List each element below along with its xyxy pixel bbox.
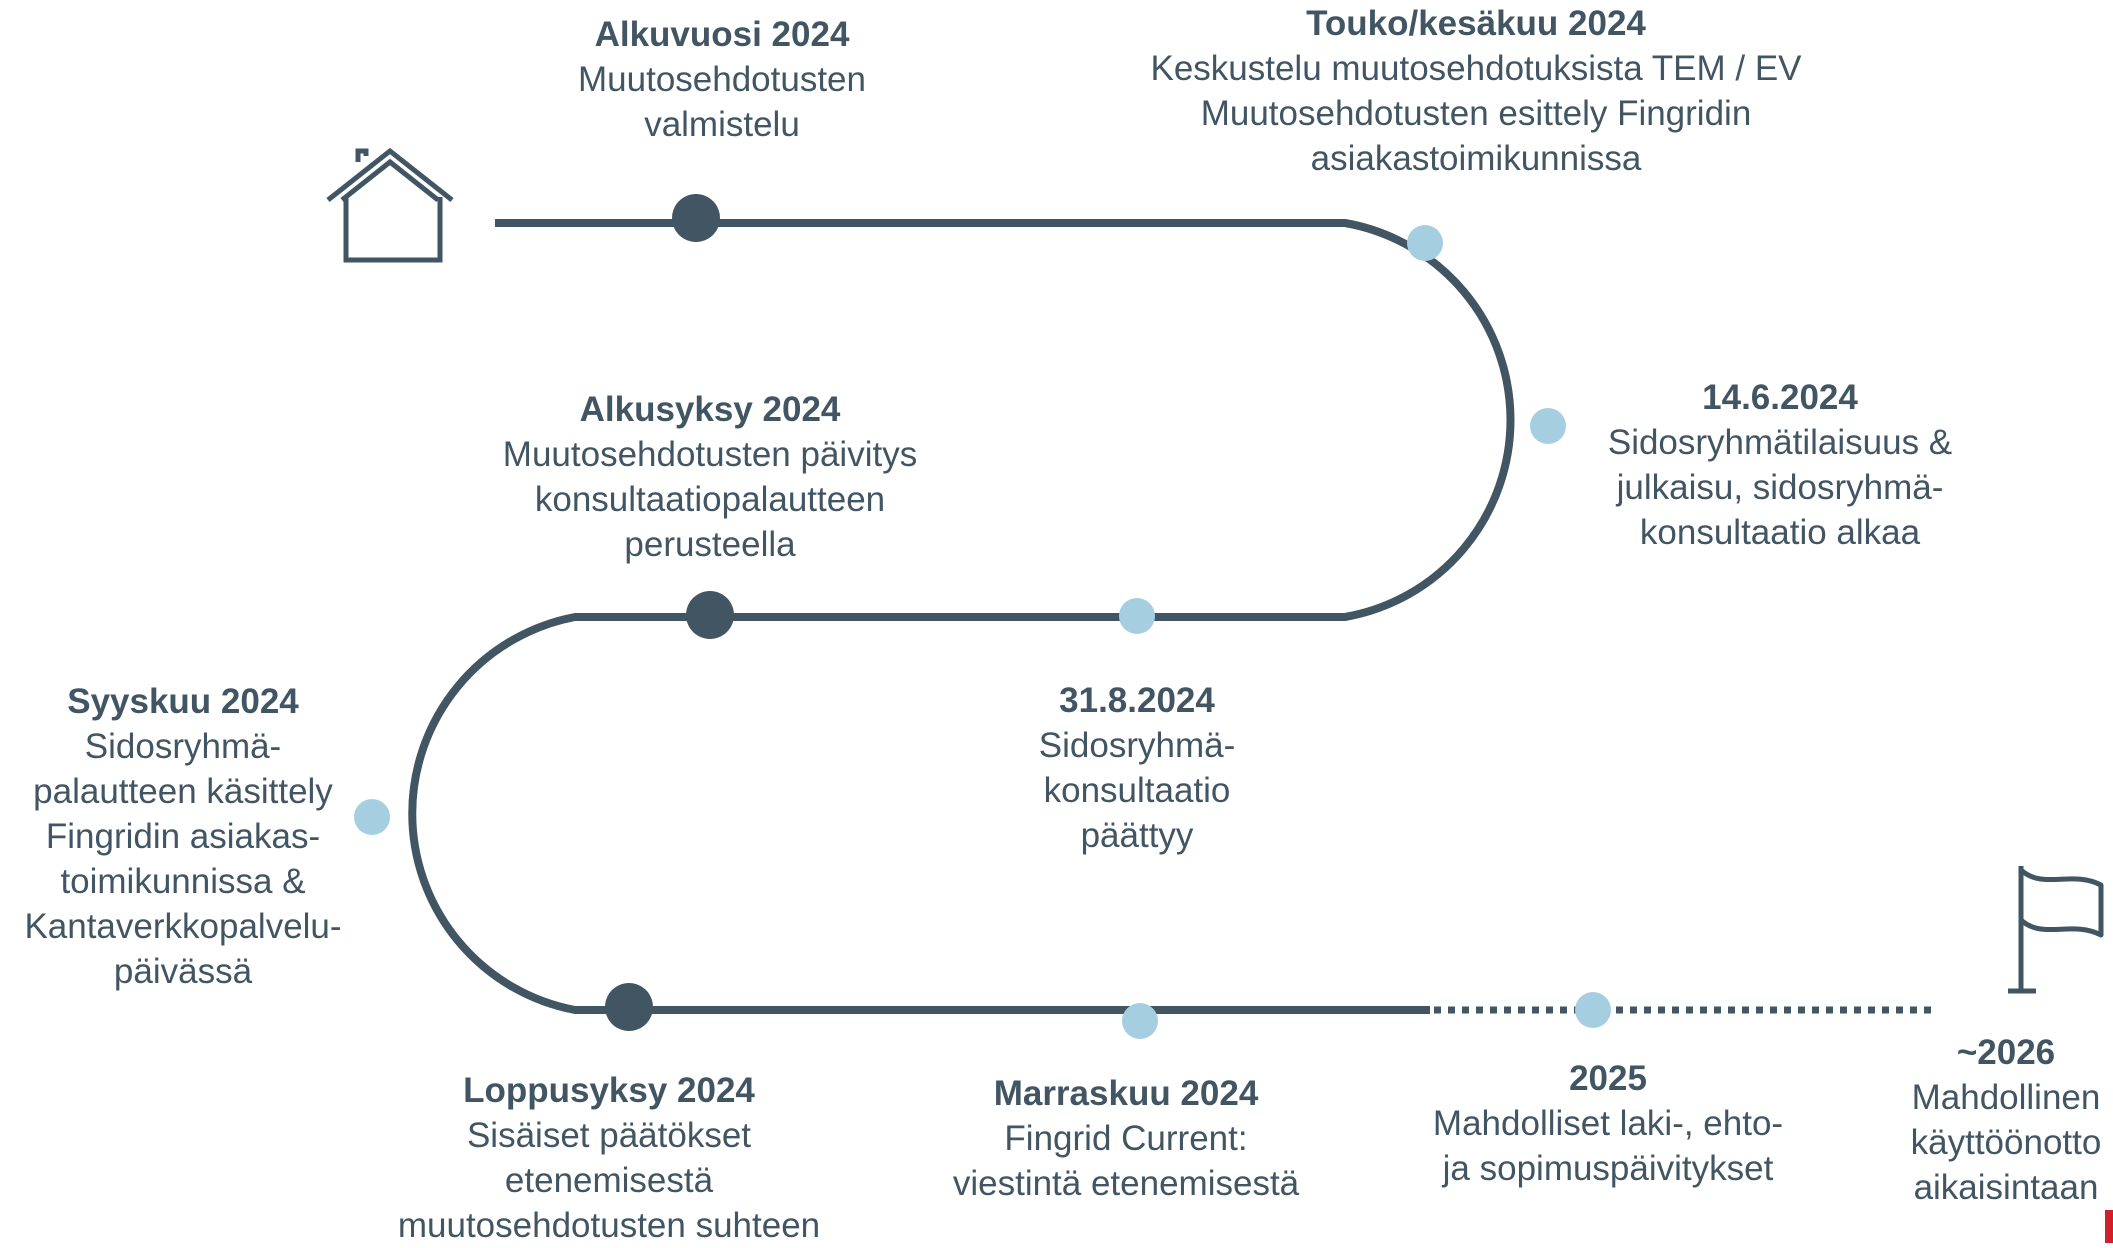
milestone-label-elokuu31: 31.8.2024 Sidosryhmä- konsultaatio päätt… <box>1039 678 1235 858</box>
milestone-dot-syyskuu <box>354 799 390 835</box>
milestone-label-loppusyksy: Loppusyksy 2024 Sisäiset päätökset etene… <box>398 1068 820 1248</box>
milestone-text-line: Sidosryhmätilaisuus & <box>1607 423 1953 462</box>
milestone-text-line: asiakastoimikunnissa <box>1310 139 1642 178</box>
milestone-dot-v2025 <box>1575 992 1611 1028</box>
milestone-dot-alkuvuosi <box>672 194 720 242</box>
milestone-text-line: konsultaatiopalautteen <box>534 480 886 519</box>
milestone-text-line: Sidosryhmä- <box>84 727 282 766</box>
milestone-text-line: Fingridin asiakas- <box>45 817 321 856</box>
milestone-title: Syyskuu 2024 <box>67 682 299 721</box>
milestone-title: Loppusyksy 2024 <box>463 1071 755 1110</box>
milestone-text-line: Muutosehdotusten päivitys <box>502 435 918 474</box>
milestone-text-line: Mahdolliset laki-, ehto- <box>1432 1104 1784 1143</box>
milestone-title: ~2026 <box>1956 1033 2056 1072</box>
milestone-text-line: valmistelu <box>644 105 800 144</box>
milestone-label-alkuvuosi: Alkuvuosi 2024 Muutosehdotusten valmiste… <box>578 12 866 147</box>
milestone-text-line: Keskustelu muutosehdotuksista TEM / EV <box>1150 49 1802 88</box>
milestone-label-kesakuu14: 14.6.2024 Sidosryhmätilaisuus & julkaisu… <box>1608 375 1952 555</box>
milestone-dot-loppusyksy <box>605 983 653 1031</box>
milestone-label-marraskuu: Marraskuu 2024 Fingrid Current: viestint… <box>953 1071 1299 1206</box>
milestone-label-v2026: ~2026 Mahdollinen käyttöönotto aikaisint… <box>1911 1030 2102 1210</box>
milestone-text-line: aikaisintaan <box>1913 1168 2099 1207</box>
milestone-title: 31.8.2024 <box>1059 681 1215 720</box>
milestone-dot-touko <box>1407 225 1443 261</box>
milestone-text-line: etenemisestä <box>504 1161 714 1200</box>
accent-edge-mark <box>2105 1210 2113 1243</box>
milestone-label-syyskuu: Syyskuu 2024 Sidosryhmä- palautteen käsi… <box>24 679 341 994</box>
milestone-text-line: Sidosryhmä- <box>1038 726 1236 765</box>
milestone-label-v2025: 2025 Mahdolliset laki-, ehto- ja sopimus… <box>1433 1056 1783 1191</box>
milestone-text-line: Muutosehdotusten esittely Fingridin <box>1200 94 1752 133</box>
milestone-text-line: Kantaverkkopalvelu- <box>24 907 342 946</box>
house-icon <box>326 147 454 263</box>
milestone-title: Marraskuu 2024 <box>993 1074 1259 1113</box>
milestone-text-line: konsultaatio alkaa <box>1639 513 1921 552</box>
milestone-text-line: päivässä <box>113 952 253 991</box>
milestone-text-line: Sisäiset päätökset <box>466 1116 752 1155</box>
milestone-dot-marraskuu <box>1122 1003 1158 1039</box>
flag-icon <box>2008 866 2104 994</box>
milestone-text-line: Mahdollinen <box>1911 1078 2101 1117</box>
milestone-label-alkusyksy: Alkusyksy 2024 Muutosehdotusten päivitys… <box>503 387 917 567</box>
milestone-text-line: päättyy <box>1080 816 1194 855</box>
milestone-text-line: muutosehdotusten suhteen <box>397 1206 821 1245</box>
milestone-text-line: konsultaatio <box>1043 771 1231 810</box>
milestone-title: Touko/kesäkuu 2024 <box>1306 4 1646 43</box>
milestone-text-line: ja sopimuspäivitykset <box>1442 1149 1774 1188</box>
milestone-text-line: toimikunnissa & <box>60 862 306 901</box>
milestone-dot-kesakuu14 <box>1530 408 1566 444</box>
milestone-title: 14.6.2024 <box>1702 378 1858 417</box>
milestone-dot-alkusyksy <box>686 591 734 639</box>
milestone-label-touko: Touko/kesäkuu 2024 Keskustelu muutosehdo… <box>1150 1 1801 181</box>
milestone-text-line: julkaisu, sidosryhmä- <box>1616 468 1944 507</box>
milestone-text-line: käyttöönotto <box>1910 1123 2102 1162</box>
milestone-text-line: perusteella <box>624 525 796 564</box>
milestone-title: Alkusyksy 2024 <box>579 390 841 429</box>
milestone-title: Alkuvuosi 2024 <box>594 15 850 54</box>
milestone-text-line: palautteen käsittely <box>33 772 333 811</box>
milestone-dot-elokuu31 <box>1119 598 1155 634</box>
milestone-text-line: Fingrid Current: <box>1004 1119 1248 1158</box>
milestone-text-line: Muutosehdotusten <box>578 60 866 99</box>
milestone-text-line: viestintä etenemisestä <box>952 1164 1300 1203</box>
milestone-title: 2025 <box>1569 1059 1647 1098</box>
timeline-road-solid <box>408 219 1515 1014</box>
